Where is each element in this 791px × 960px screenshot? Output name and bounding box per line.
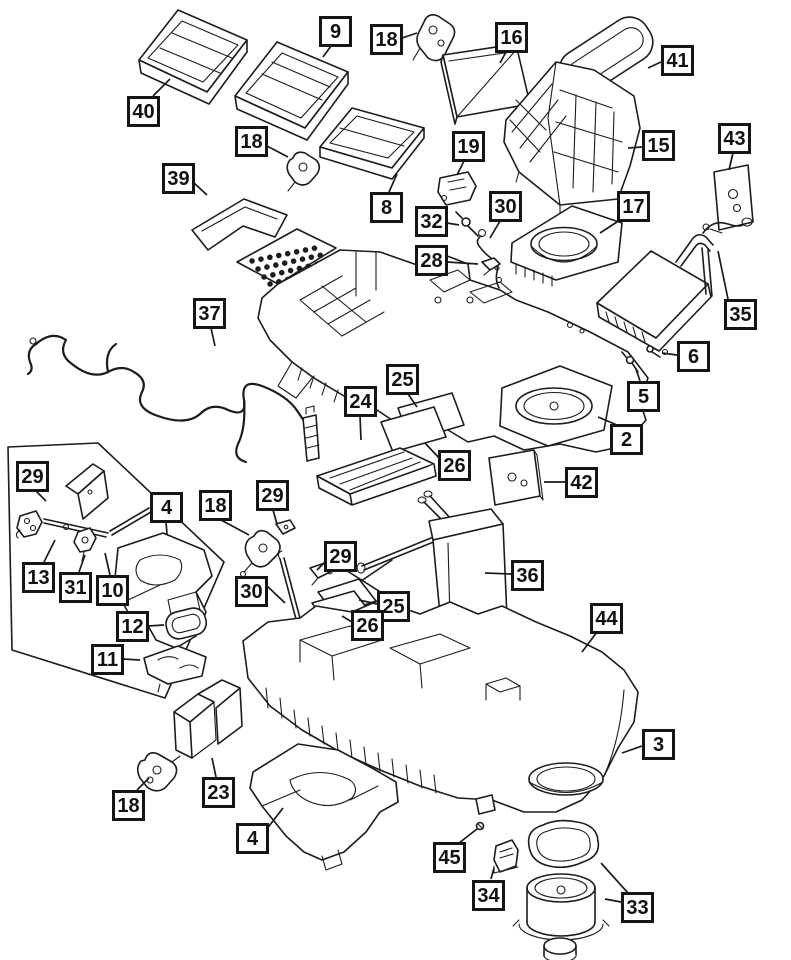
callout-24: 24 [344, 386, 377, 417]
part-blower-33-art [512, 819, 610, 960]
callout-43: 43 [718, 123, 751, 154]
part-filter-tray-8-art [319, 107, 425, 180]
part-sensor-32-art [455, 211, 479, 237]
callout-5: 5 [627, 381, 660, 412]
part-actuator-18c-art [239, 529, 281, 578]
callout-30: 30 [235, 576, 268, 607]
part-main-housing-2-art [236, 228, 649, 453]
part-bracket-11-art [143, 645, 207, 693]
part-blend-door-24-art [316, 447, 437, 506]
callout-8: 8 [370, 192, 403, 223]
part-harness-37-art [26, 334, 320, 464]
callout-18: 18 [235, 126, 268, 157]
callout-26: 26 [351, 610, 384, 641]
callout-10: 10 [96, 575, 129, 606]
part-filters-23-art [173, 679, 243, 759]
part-bracket-plate-43-art [702, 164, 754, 234]
part-clip-28-art [481, 257, 501, 276]
callout-16: 16 [495, 22, 528, 53]
callout-33: 33 [621, 892, 654, 923]
part-bracket-19-art [437, 171, 477, 206]
part-resistor-34-art [493, 839, 519, 874]
part-seal-39-art [191, 198, 288, 251]
callout-19: 19 [452, 131, 485, 162]
callout-26: 26 [438, 450, 471, 481]
part-door-panel-16-art [440, 43, 531, 125]
callout-2: 2 [610, 424, 643, 455]
callout-18: 18 [112, 790, 145, 821]
part-evap-housing-15-art [503, 61, 641, 214]
callout-35: 35 [724, 299, 757, 330]
part-screw-45-art [475, 821, 485, 831]
callout-3: 3 [642, 729, 675, 760]
callout-42: 42 [565, 467, 598, 498]
callout-29: 29 [16, 461, 49, 492]
callout-28: 28 [415, 245, 448, 276]
part-screws-6-5-art [621, 345, 669, 373]
part-filter-cover-9-art [234, 41, 349, 141]
callout-23: 23 [202, 777, 235, 808]
callout-29: 29 [324, 541, 357, 572]
callout-29: 29 [256, 480, 289, 511]
callout-32: 32 [415, 206, 448, 237]
callout-13: 13 [22, 562, 55, 593]
callout-40: 40 [127, 96, 160, 127]
part-bracket-31-art [73, 527, 97, 562]
callout-11: 11 [91, 644, 124, 675]
callout-9: 9 [319, 16, 352, 47]
callout-12: 12 [116, 611, 149, 642]
part-latch-13-art [15, 510, 43, 539]
callout-31: 31 [59, 572, 92, 603]
part-filter-housing-40-art [138, 9, 248, 105]
part-lid-29a-art [65, 463, 109, 520]
callout-25: 25 [386, 364, 419, 395]
part-actuator-18d-art [136, 752, 181, 792]
part-heater-core-35-art [596, 217, 753, 352]
callout-4: 4 [236, 823, 269, 854]
callout-37: 37 [193, 298, 226, 329]
part-clip-29b-art [275, 519, 296, 535]
callout-44: 44 [590, 603, 623, 634]
part-gasket-plate-42-art [488, 449, 544, 506]
callout-34: 34 [472, 880, 505, 911]
callout-17: 17 [617, 191, 650, 222]
callout-18: 18 [199, 490, 232, 521]
part-seal-12-art [165, 607, 208, 640]
callout-36: 36 [511, 560, 544, 591]
part-control-rods-art [43, 507, 152, 538]
callout-15: 15 [642, 130, 675, 161]
callout-30: 30 [489, 191, 522, 222]
callout-4: 4 [150, 492, 183, 523]
callout-6: 6 [677, 341, 710, 372]
callout-18: 18 [370, 24, 403, 55]
callout-41: 41 [661, 45, 694, 76]
callout-45: 45 [433, 842, 466, 873]
callout-39: 39 [162, 163, 195, 194]
part-actuator-18b-art [286, 151, 321, 192]
part-cover-plate-17-art [510, 205, 623, 287]
